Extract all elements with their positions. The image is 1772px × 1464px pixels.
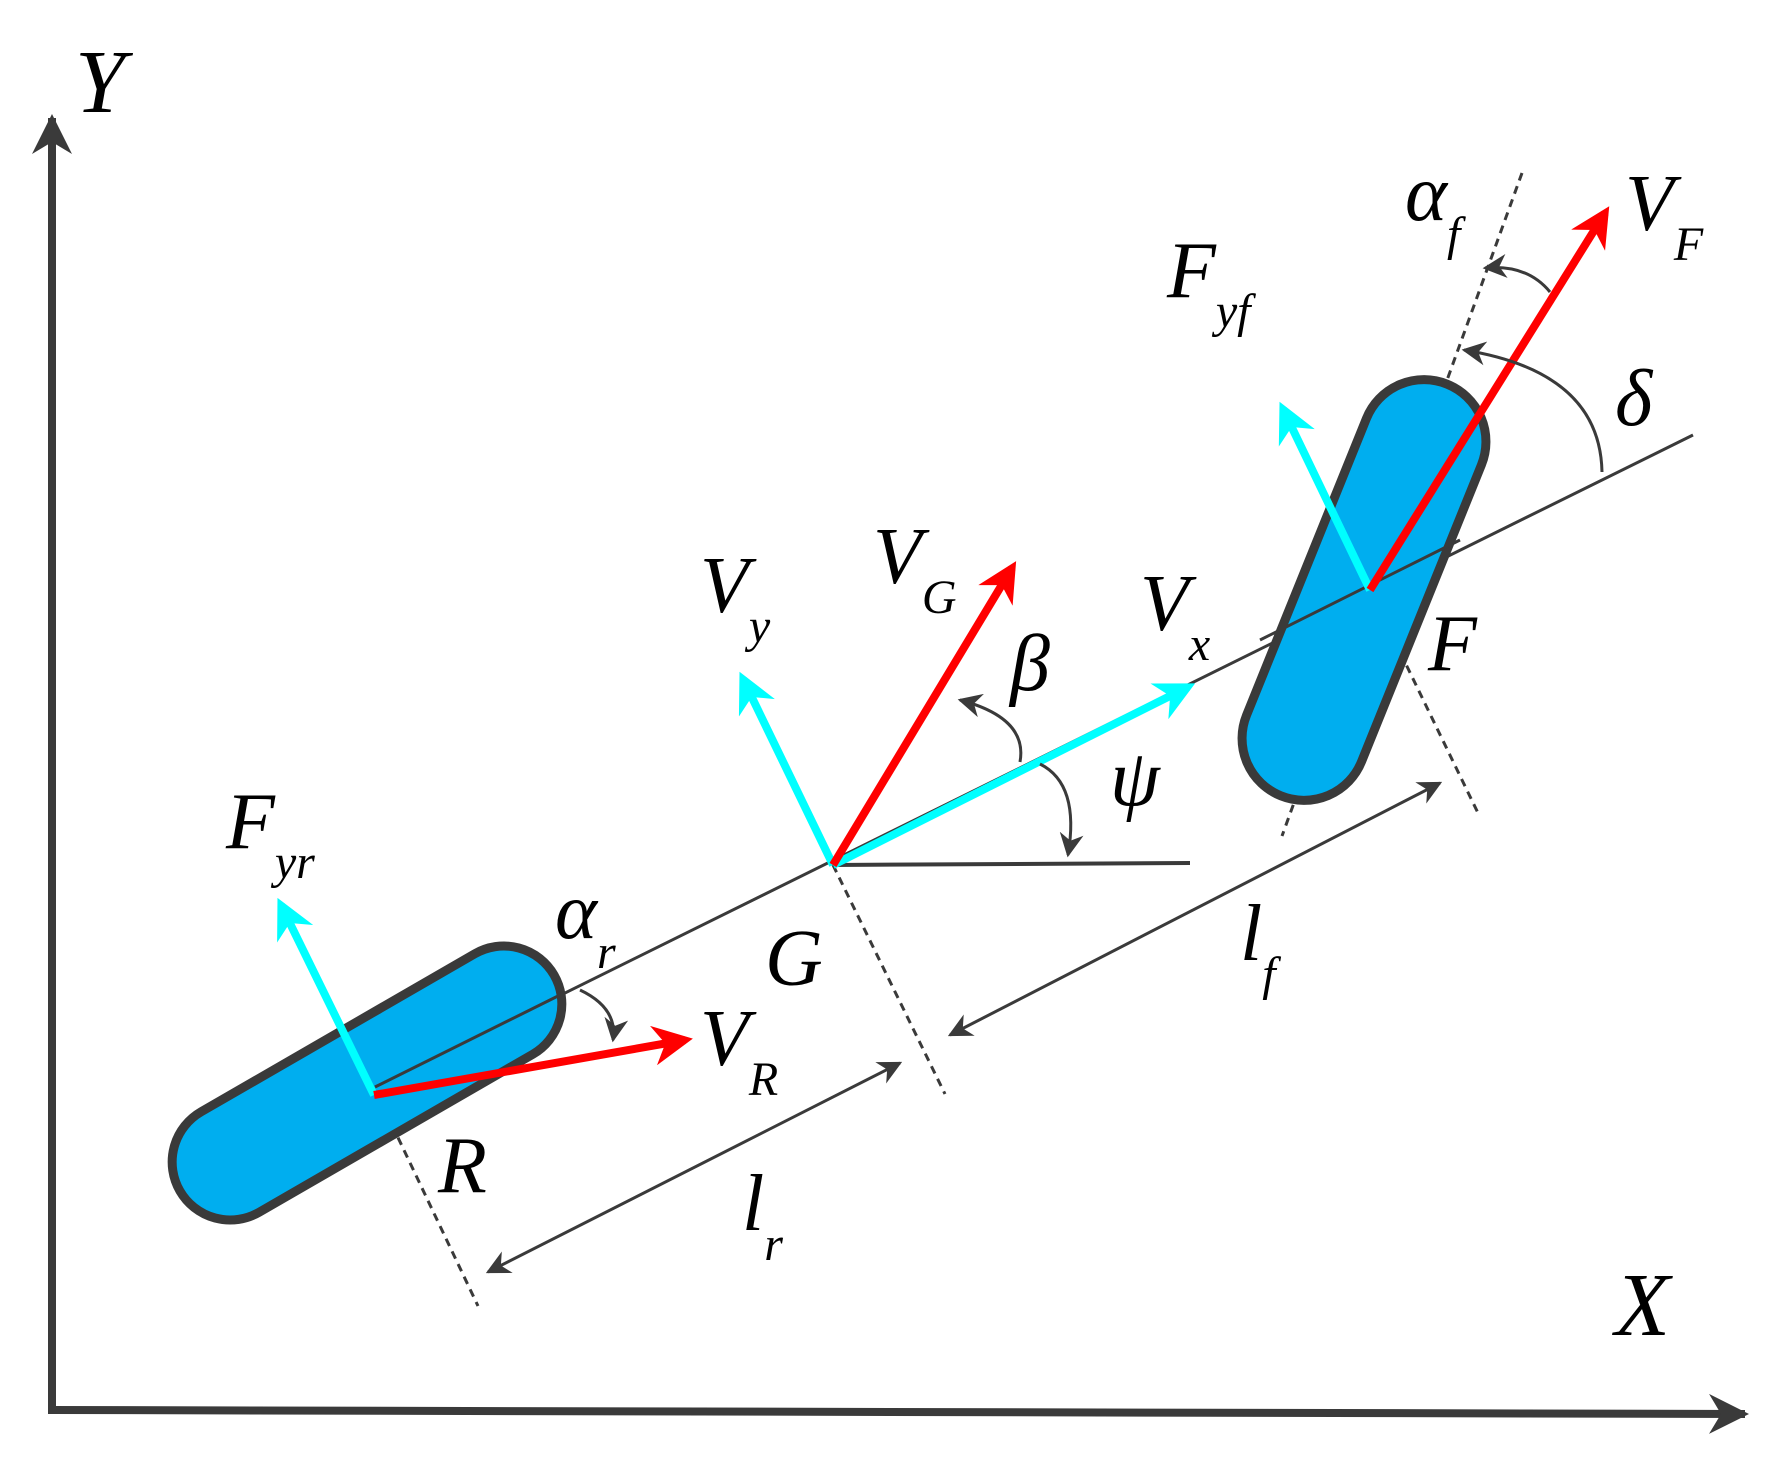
- front-wheel: [1237, 375, 1491, 805]
- x-axis: [51, 1393, 1749, 1434]
- y-axis-label: Y: [75, 33, 134, 132]
- vf-label: VF: [1625, 160, 1704, 271]
- front-wheel-axis-segment: [1259, 538, 1461, 642]
- psi-label: ψ: [1110, 735, 1161, 823]
- vf-arrow: [1366, 206, 1610, 593]
- center-dashed-perpendicular: [831, 864, 947, 1095]
- point-f-label: F: [1427, 600, 1478, 688]
- vx-label: Vx: [1140, 560, 1210, 671]
- point-g-label: G: [765, 915, 823, 1003]
- rear-wheel-axis-segment: [374, 993, 561, 1089]
- vr-label: VR: [700, 995, 778, 1106]
- vx-arrow: [831, 683, 1196, 869]
- vg-arrow: [829, 561, 1017, 868]
- psi-arc: [1039, 762, 1084, 858]
- delta-arc: [1461, 341, 1604, 473]
- fyf-arrow: [1278, 401, 1374, 592]
- point-r-label: R: [437, 1122, 487, 1210]
- fyf-label: Fyf: [1166, 227, 1256, 338]
- lf-dimension-arrow: [947, 781, 1443, 1037]
- beta-arc: [957, 693, 1023, 763]
- vg-label: VG: [873, 513, 957, 624]
- fyr-arrow: [277, 897, 378, 1097]
- alpha-f-label: αf: [1405, 150, 1466, 261]
- rear-dashed-perpendicular: [372, 1086, 480, 1307]
- vy-label: Vy: [700, 542, 771, 653]
- delta-label: δ: [1615, 355, 1654, 443]
- beta-label: β: [1008, 620, 1050, 708]
- vy-arrow: [738, 671, 837, 867]
- fyr-label: Fyr: [225, 778, 315, 889]
- lr-dimension-arrow: [485, 1061, 903, 1274]
- horizontal-reference-line: [832, 861, 1191, 867]
- lr-label: lr: [742, 1160, 783, 1271]
- lf-label: lf: [1240, 890, 1281, 1001]
- alpha-r-arc: [579, 988, 629, 1043]
- alpha-f-arc: [1482, 254, 1552, 293]
- alpha-r-label: αr: [555, 868, 616, 979]
- x-axis-label: X: [1612, 1256, 1673, 1355]
